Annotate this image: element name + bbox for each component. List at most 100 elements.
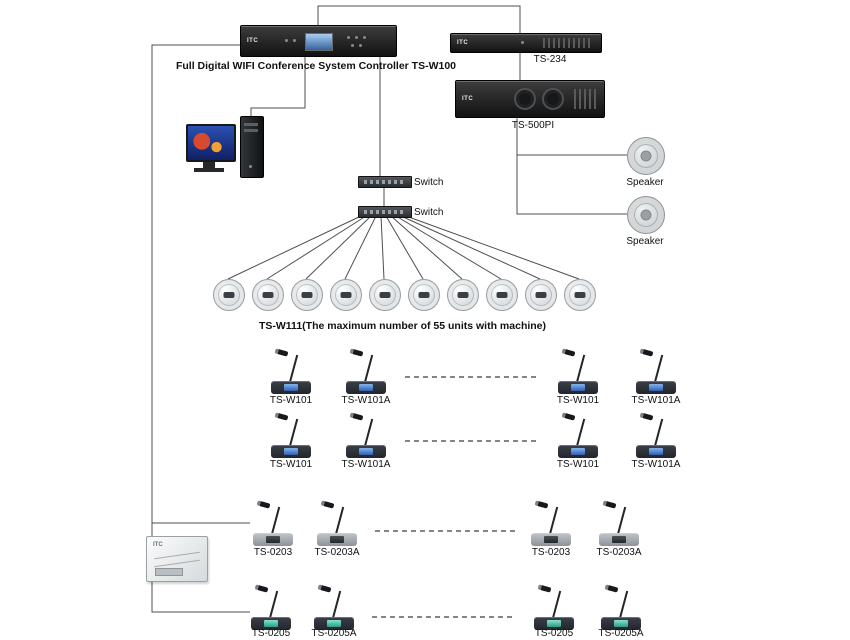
mic-label: TS-W101A: [631, 459, 681, 470]
mic-capsule-icon: [274, 348, 289, 357]
ceiling-unit: [408, 279, 440, 311]
mic-gooseneck: [335, 506, 345, 535]
controller-knob: [359, 44, 362, 47]
ceiling-unit: [369, 279, 401, 311]
controller-screen: [305, 33, 333, 51]
mic-capsule-icon: [561, 348, 576, 357]
mic-screen: [571, 384, 585, 391]
mic-label: TS-0203A: [596, 547, 642, 558]
conference-mic-unit: [526, 584, 582, 630]
itc-logo-mark: [379, 292, 391, 298]
tower-drive-bay: [244, 123, 258, 126]
ceiling-speaker: [627, 137, 665, 175]
network-switch: [358, 176, 412, 188]
mic-capsule-icon: [274, 412, 289, 421]
conference-mic-unit: [593, 584, 649, 630]
controller-button: [285, 39, 288, 42]
mic-capsule-icon: [537, 584, 552, 593]
ts234-device: ITC: [450, 33, 602, 53]
mic-label: TS-W101A: [341, 395, 391, 406]
mic-gooseneck: [364, 354, 374, 383]
mic-screen: [330, 536, 344, 543]
switch-label: Switch: [414, 207, 444, 218]
conference-mic-unit: [245, 500, 301, 546]
terminal-strip: [155, 568, 183, 576]
ceiling-speaker: [627, 196, 665, 234]
itc-logo: ITC: [247, 38, 259, 44]
ts234-vents: [543, 38, 591, 48]
itc-logo-mark: [223, 292, 235, 298]
mic-capsule-icon: [534, 500, 549, 509]
conference-mic-unit: [338, 348, 394, 394]
mic-capsule-icon: [639, 348, 654, 357]
switch-ports: [364, 210, 404, 214]
itc-logo-mark: [574, 292, 586, 298]
ceiling-units-label: TS-W111(The maximum number of 55 units w…: [258, 320, 547, 332]
monitor-stand: [203, 162, 215, 168]
network-switch: [358, 206, 412, 218]
switch-ports: [364, 180, 404, 184]
mic-gooseneck: [654, 418, 664, 447]
mic-capsule-icon: [561, 412, 576, 421]
speaker-label: Speaker: [626, 236, 664, 247]
tower-drive-bay: [244, 129, 258, 132]
mic-gooseneck: [332, 590, 342, 619]
mic-base: [599, 533, 639, 546]
mic-label: TS-0205A: [311, 628, 357, 639]
itc-logo-mark: [418, 292, 430, 298]
mic-label: TS-W101A: [341, 459, 391, 470]
mic-base: [534, 617, 574, 630]
mic-label: TS-0205: [251, 628, 291, 639]
conference-mic-unit: [309, 500, 365, 546]
conference-mic-unit: [263, 412, 319, 458]
ceiling-unit: [447, 279, 479, 311]
controller-button: [293, 39, 296, 42]
mic-capsule-icon: [604, 584, 619, 593]
mic-capsule-icon: [602, 500, 617, 509]
mic-gooseneck: [654, 354, 664, 383]
conference-mic-unit: [628, 348, 684, 394]
ts234-label: TS-234: [533, 54, 567, 65]
mic-base: [636, 381, 676, 394]
itc-logo: ITC: [462, 96, 474, 102]
mic-gooseneck: [289, 354, 299, 383]
wall-power-unit: ITC: [146, 536, 208, 582]
controller-knob: [355, 36, 358, 39]
conference-mic-unit: [263, 348, 319, 394]
mic-gooseneck: [364, 418, 374, 447]
itc-logo-mark: [301, 292, 313, 298]
mic-screen: [359, 448, 373, 455]
mic-capsule-icon: [317, 584, 332, 593]
controller-knob: [363, 36, 366, 39]
amplifier-meter: [542, 88, 564, 110]
mic-base: [346, 381, 386, 394]
mic-screen: [266, 536, 280, 543]
itc-logo-mark: [457, 292, 469, 298]
amplifier-vents: [574, 89, 598, 109]
itc-logo-mark: [340, 292, 352, 298]
mic-base: [558, 445, 598, 458]
itc-logo-mark: [535, 292, 547, 298]
ts234-knob: [521, 41, 524, 44]
mic-label: TS-W101: [269, 395, 313, 406]
itc-logo-mark: [262, 292, 274, 298]
conference-mic-unit: [628, 412, 684, 458]
conference-mic-unit: [591, 500, 647, 546]
itc-logo: ITC: [457, 40, 469, 46]
mic-gooseneck: [552, 590, 562, 619]
controller-device: ITC: [240, 25, 397, 57]
mic-gooseneck: [576, 354, 586, 383]
mic-base: [558, 381, 598, 394]
mic-screen: [264, 620, 278, 627]
itc-logo-mark: [496, 292, 508, 298]
mic-capsule-icon: [349, 412, 364, 421]
mic-label: TS-W101: [269, 459, 313, 470]
ceiling-unit: [330, 279, 362, 311]
conference-mic-unit: [550, 412, 606, 458]
mic-base: [346, 445, 386, 458]
mic-screen: [649, 384, 663, 391]
mic-screen: [614, 620, 628, 627]
tower-power-button: [249, 165, 252, 168]
controller-knob: [351, 44, 354, 47]
